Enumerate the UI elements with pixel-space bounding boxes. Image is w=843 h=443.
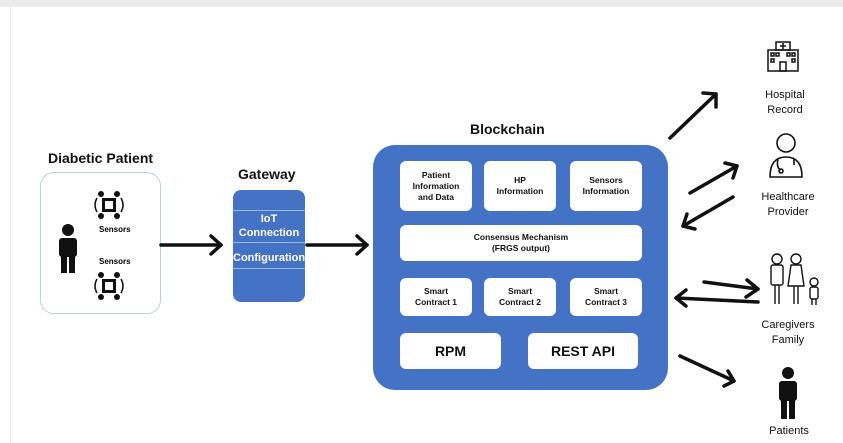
sensor-icon <box>94 272 124 300</box>
patient-title: Diabetic Patient <box>48 150 154 166</box>
sensor-label-1: Sensors <box>99 225 131 234</box>
gateway-configuration: Configuration <box>233 252 306 264</box>
gateway-iot-connection: IoT Connection <box>238 213 300 239</box>
arrow-gateway-blockchain <box>305 234 369 256</box>
patient-box: Sensors Sensors <box>40 172 161 314</box>
arrow-hospital <box>668 91 718 140</box>
blockchain-title: Blockchain <box>470 121 545 137</box>
sensor-icon <box>94 191 124 219</box>
sensors-info-box: Sensors Information <box>570 161 642 211</box>
arrow-to-patients <box>678 354 736 388</box>
arrow-patient-gateway <box>159 234 223 256</box>
arrow-from-caregivers <box>674 288 760 308</box>
rpm-box: RPM <box>400 333 501 369</box>
patients-label: Patients <box>769 425 809 437</box>
sensor-label-2: Sensors <box>99 257 131 266</box>
smart-contract-2: Smart Contract 2 <box>484 278 556 316</box>
left-border <box>10 7 11 443</box>
arrow-from-provider <box>681 195 735 231</box>
gateway-divider <box>233 242 305 243</box>
caregivers-family-label: Caregivers Family <box>761 319 815 346</box>
hp-info-box: HP Information <box>484 161 556 211</box>
person-icon <box>59 224 77 273</box>
smart-contract-3: Smart Contract 3 <box>570 278 642 316</box>
arrow-to-provider <box>688 161 739 195</box>
top-border <box>0 0 843 7</box>
smart-contract-1: Smart Contract 1 <box>400 278 472 316</box>
doctor-icon <box>769 133 803 178</box>
gateway-box: IoT Connection Configuration <box>233 190 305 302</box>
gateway-title: Gateway <box>238 166 296 182</box>
family-icon <box>770 253 819 305</box>
rest-api-box: REST API <box>528 333 638 369</box>
gateway-divider <box>233 210 305 211</box>
gateway-divider <box>233 268 305 269</box>
hospital-icon <box>767 41 799 72</box>
arrow-to-caregivers <box>702 278 760 299</box>
healthcare-provider-label: Healthcare Provider <box>761 191 815 218</box>
person-icon <box>779 367 797 419</box>
consensus-box: Consensus Mechanism (FRGS output) <box>400 225 642 261</box>
patient-info-box: Patient Information and Data <box>400 161 472 211</box>
blockchain-box: Patient Information and Data HP Informat… <box>373 145 668 390</box>
hospital-record-label: Hospital Record <box>765 89 805 116</box>
